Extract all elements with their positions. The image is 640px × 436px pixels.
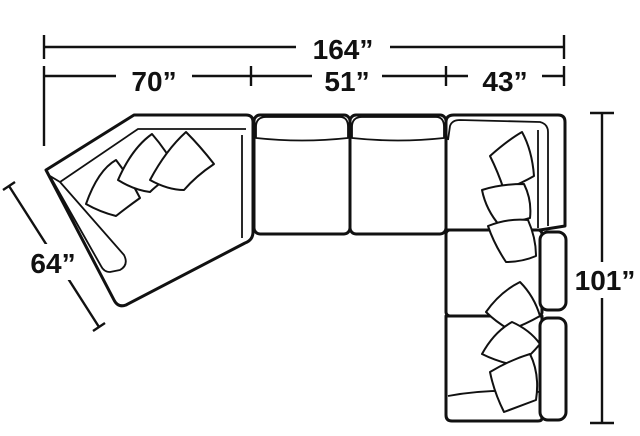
pillow [485, 281, 541, 331]
pillow [149, 131, 215, 191]
middle-section-label: 51” [324, 66, 369, 97]
pillows [85, 131, 541, 413]
angled-depth-label: 64” [30, 248, 75, 279]
right-section-label: 43” [482, 66, 527, 97]
right-depth-label: 101” [575, 265, 636, 296]
pillow [85, 159, 141, 217]
middle-sections [252, 113, 448, 236]
overall-width-label: 164” [313, 34, 374, 65]
pillow [489, 353, 539, 413]
pillow [487, 218, 537, 263]
pillow [489, 131, 535, 191]
pillow [481, 183, 532, 227]
left-section-label: 70” [131, 66, 176, 97]
